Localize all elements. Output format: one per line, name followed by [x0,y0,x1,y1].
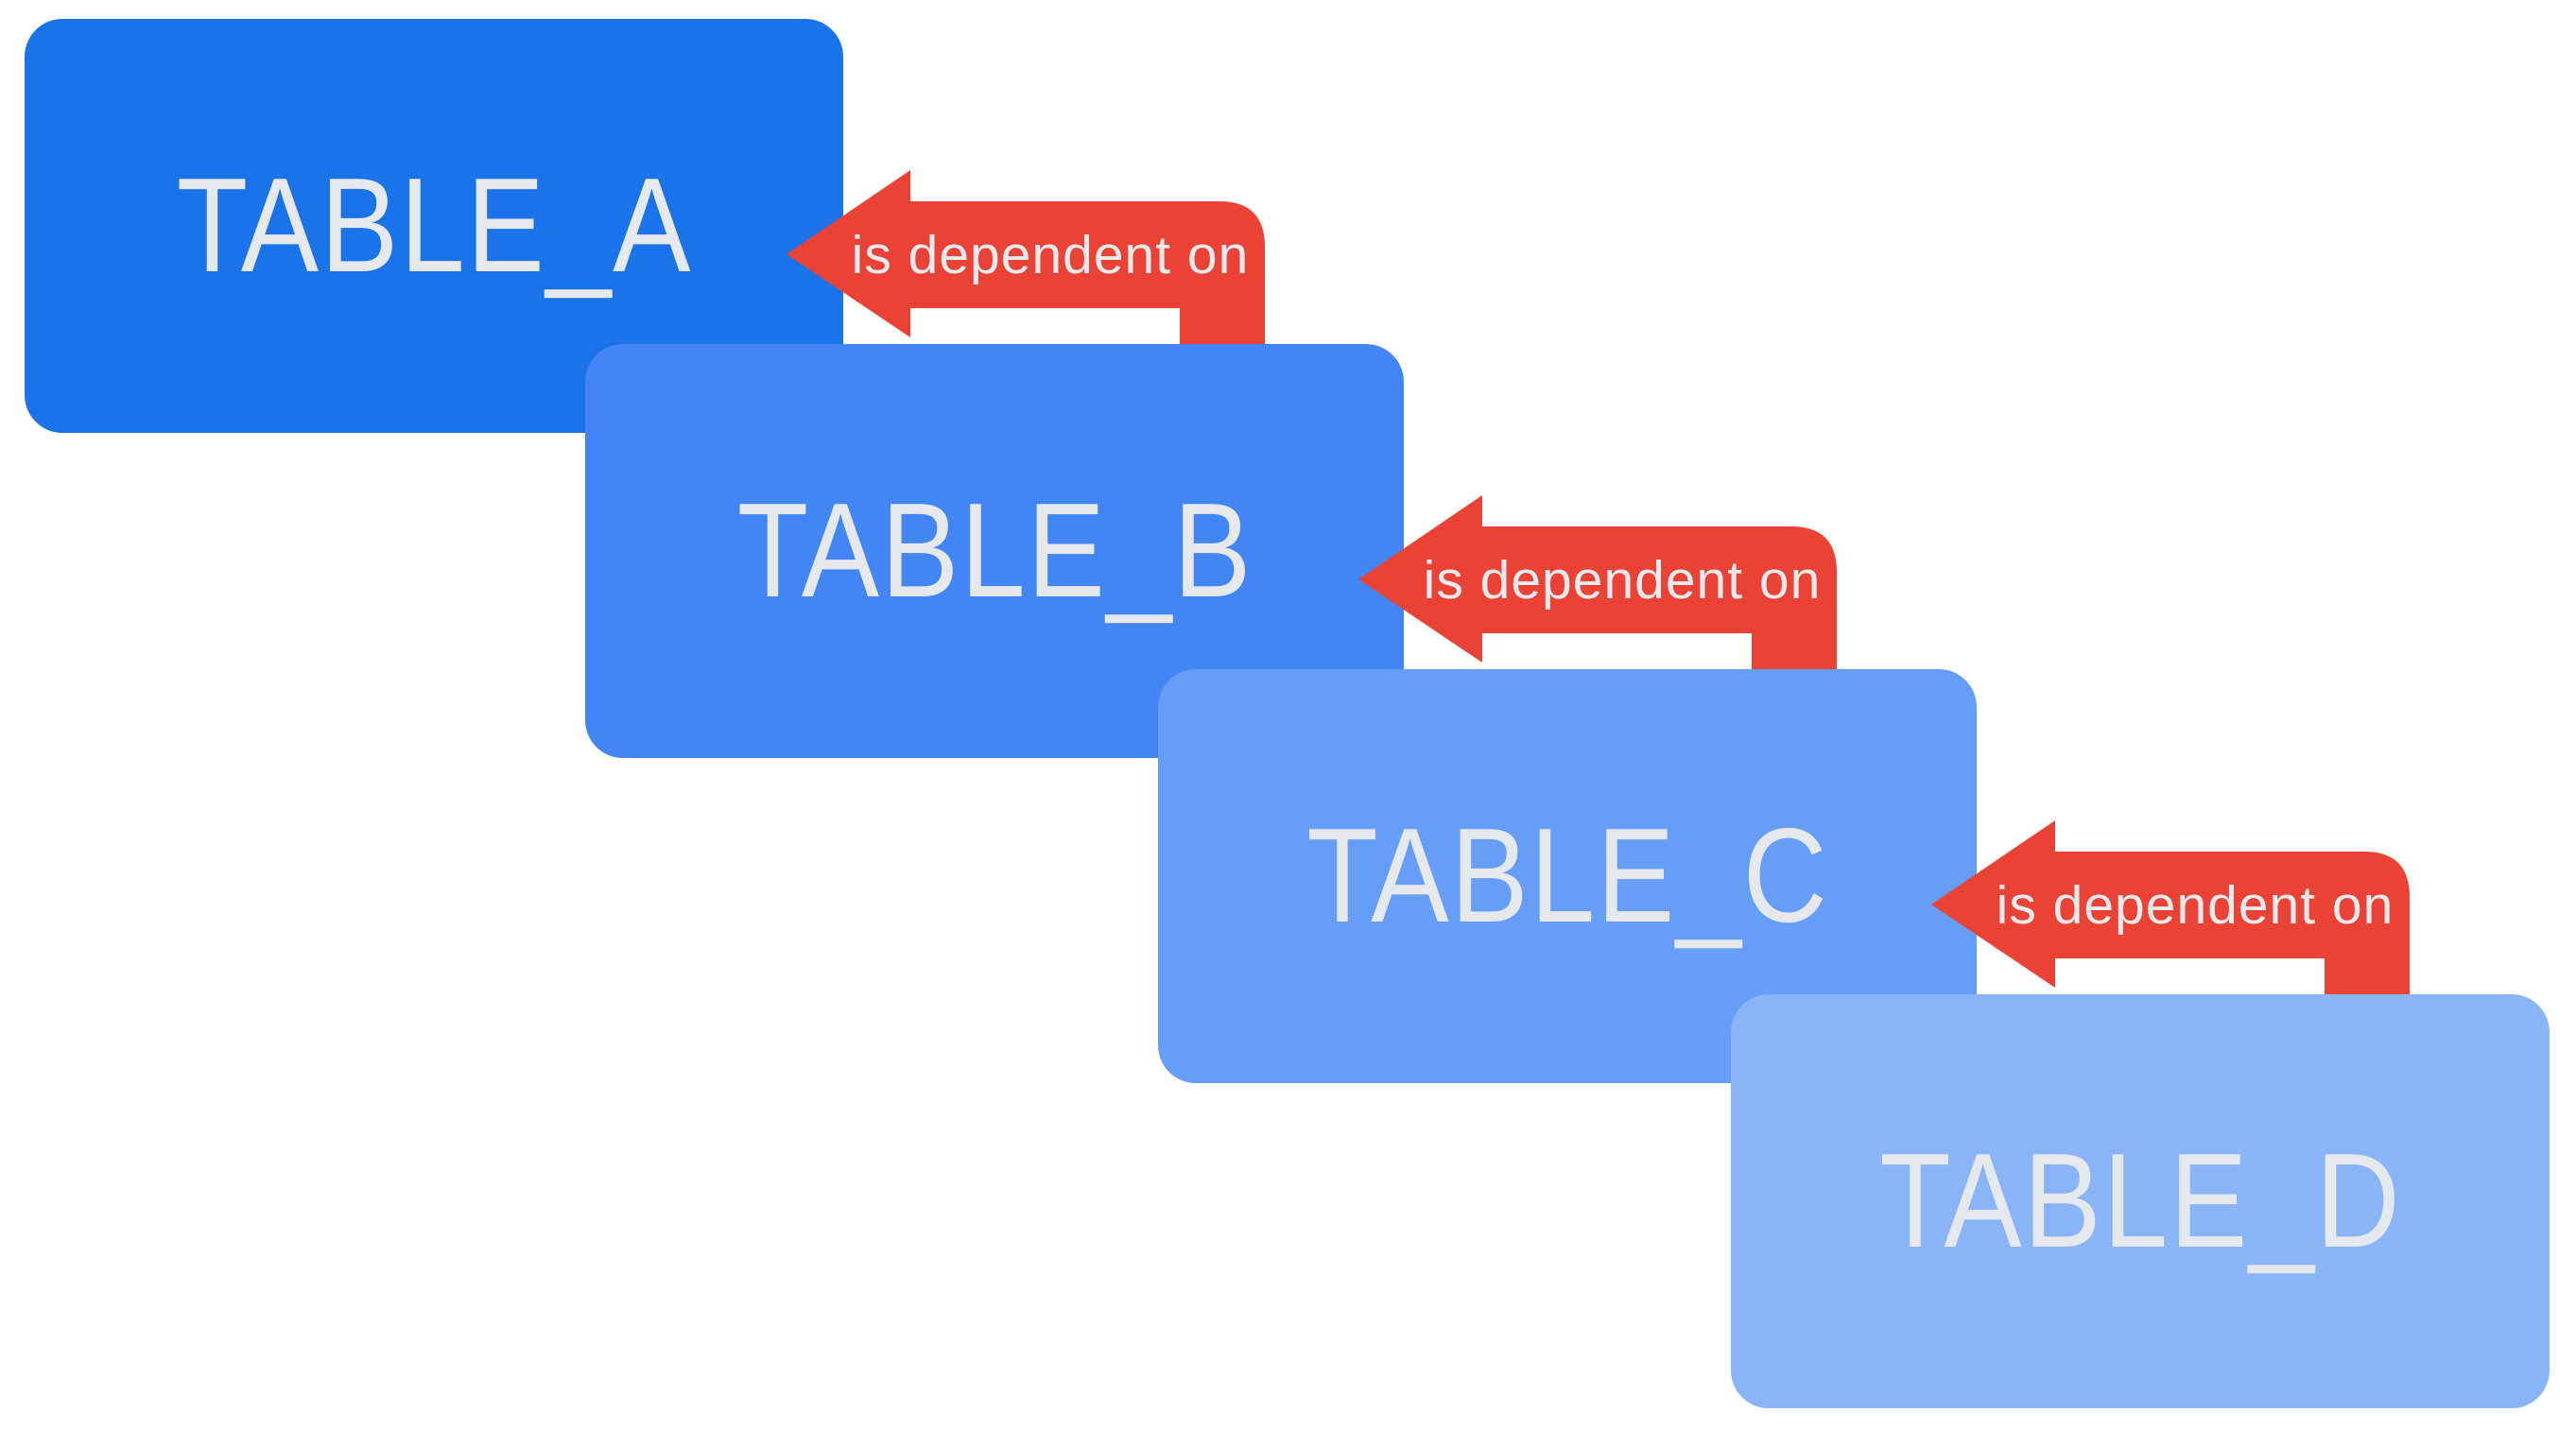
dependency-arrow-icon [1358,495,1837,672]
node-table-b-label: TABLE_B [736,475,1253,626]
edge-label: is dependent on [1423,549,1822,611]
node-table-c-label: TABLE_C [1305,801,1829,951]
edge-table-d-to-table-c: is dependent on [1931,820,2410,997]
dependency-arrow-icon [787,170,1265,347]
edge-table-b-to-table-a: is dependent on [787,170,1265,347]
node-table-b: TABLE_B [585,344,1404,758]
node-table-a: TABLE_A [25,19,843,433]
dependency-arrow-icon [1931,820,2410,997]
node-table-d: TABLE_D [1731,994,2550,1408]
arrow-shape [1358,495,1837,672]
edge-label: is dependent on [1996,874,2394,936]
node-table-a-label: TABLE_A [176,150,692,301]
node-table-d-label: TABLE_D [1878,1126,2402,1276]
edge-label: is dependent on [851,224,1250,285]
arrow-shape [787,170,1265,347]
edge-table-c-to-table-b: is dependent on [1358,495,1837,672]
arrow-shape [1931,820,2410,997]
